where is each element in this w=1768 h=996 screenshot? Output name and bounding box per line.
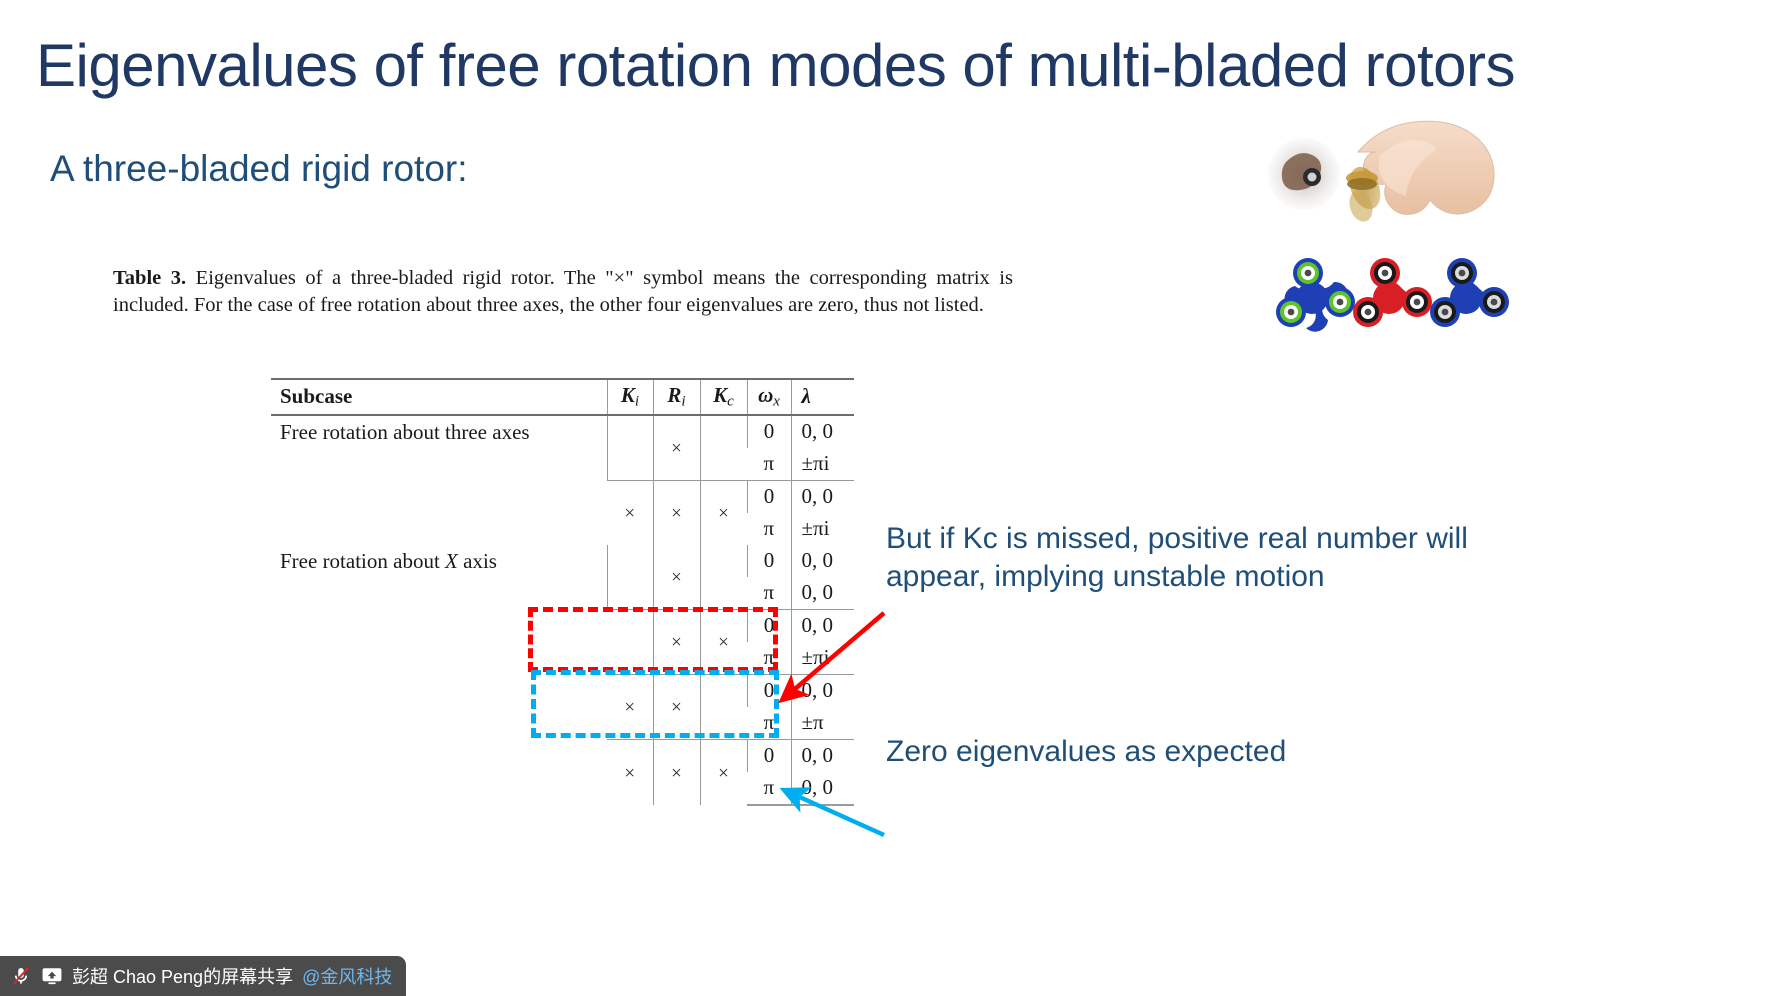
cell-omega: π bbox=[747, 772, 791, 807]
cell-omega: 0 bbox=[746, 415, 791, 449]
cell-omega: 0 bbox=[746, 674, 791, 708]
cell-ri: × bbox=[652, 739, 700, 806]
col-header-omega: ωx bbox=[746, 377, 791, 417]
cell-lambda: 0, 0 bbox=[790, 609, 854, 643]
eigenvalue-table: Subcase Ki Ri Kc ωx λ Free rotation abou… bbox=[271, 377, 854, 807]
cell-lambda: ±πi bbox=[790, 513, 854, 546]
share-presenter-name: 彭超 Chao Peng的屏幕共享 bbox=[72, 967, 294, 987]
cell-lambda: 0, 0 bbox=[790, 577, 854, 610]
cell-ri: × bbox=[652, 674, 700, 740]
cell-ki bbox=[606, 545, 653, 610]
cell-lambda: 0, 0 bbox=[790, 674, 854, 708]
table-caption-text: Eigenvalues of a three-bladed rigid roto… bbox=[113, 267, 1013, 317]
cell-ki: × bbox=[607, 739, 653, 806]
share-organization: @金风科技 bbox=[302, 967, 393, 987]
cell-kc bbox=[699, 415, 747, 481]
col-header-ri: Ri bbox=[652, 377, 700, 417]
cell-kc bbox=[699, 674, 747, 740]
col-header-lambda: λ bbox=[790, 377, 854, 417]
cell-lambda: 0, 0 bbox=[790, 415, 854, 449]
cell-omega: 0 bbox=[746, 739, 791, 773]
table-row: π ±π bbox=[271, 707, 854, 740]
cell-ri: × bbox=[652, 609, 700, 675]
cell-subcase: Free rotation about X axis bbox=[280, 549, 497, 574]
screen-share-icon[interactable] bbox=[41, 966, 63, 986]
table-header-row: Subcase Ki Ri Kc ωx λ bbox=[271, 377, 854, 417]
table-row: π 0, 0 bbox=[271, 577, 854, 610]
cell-lambda: 0, 0 bbox=[790, 739, 854, 773]
cell-omega: π bbox=[763, 516, 775, 541]
cell-kc: × bbox=[699, 739, 747, 806]
col-header-ki: Ki bbox=[606, 377, 653, 417]
fidget-spinner-illustration bbox=[1268, 120, 1509, 332]
gold-spinner-blur bbox=[1346, 166, 1381, 222]
annotation-blue-text: Zero eigenvalues as expected bbox=[886, 735, 1287, 768]
page-title: Eigenvalues of free rotation modes of mu… bbox=[36, 32, 1515, 99]
cell-ki: × bbox=[607, 480, 653, 546]
cell-lambda: ±π bbox=[790, 707, 854, 740]
cell-ki: × bbox=[607, 674, 653, 740]
cell-lambda: 0, 0 bbox=[790, 480, 854, 514]
cell-omega: 0 bbox=[746, 609, 791, 643]
cell-lambda: ±πi bbox=[790, 642, 854, 675]
spinner-red bbox=[1353, 258, 1432, 327]
table-row: π ±πi bbox=[271, 448, 854, 481]
table-row: π ±πi bbox=[271, 513, 854, 546]
cell-omega: 0 bbox=[746, 545, 791, 578]
spinning-spinner-blur bbox=[1268, 138, 1340, 210]
annotation-red-text: But if Kc is missed, positive real numbe… bbox=[886, 522, 1468, 593]
cell-omega: π bbox=[763, 451, 775, 476]
screen-share-statusbar[interactable]: 彭超 Chao Peng的屏幕共享 @金风科技 bbox=[0, 956, 407, 996]
cell-kc: × bbox=[699, 480, 747, 546]
slide-subtitle: A three-bladed rigid rotor: bbox=[50, 148, 468, 189]
cell-subcase: Free rotation about three axes bbox=[280, 420, 530, 445]
table-caption-label: Table 3. bbox=[113, 267, 187, 289]
cell-omega: π bbox=[763, 645, 775, 670]
cell-lambda: 0, 0 bbox=[790, 545, 854, 578]
cell-ki bbox=[607, 609, 653, 675]
cell-omega: 0 bbox=[746, 480, 791, 514]
cell-lambda: 0, 0 bbox=[790, 772, 854, 807]
col-header-kc: Kc bbox=[699, 377, 747, 417]
microphone-muted-icon[interactable] bbox=[10, 965, 32, 987]
cell-ri: × bbox=[652, 480, 700, 546]
spinner-blue bbox=[1430, 258, 1509, 327]
cell-ki bbox=[606, 415, 653, 481]
hand-illustration bbox=[1356, 120, 1495, 215]
cell-omega: π bbox=[763, 710, 775, 735]
cell-kc bbox=[699, 545, 747, 610]
spinner-blue-green bbox=[1276, 258, 1355, 332]
cell-ri: × bbox=[652, 415, 700, 481]
table-caption: Table 3. Eigenvalues of a three-bladed r… bbox=[113, 265, 1013, 319]
cell-omega: π bbox=[763, 580, 775, 605]
cell-lambda: ±πi bbox=[790, 448, 854, 481]
cell-ri: × bbox=[652, 545, 700, 610]
col-header-subcase: Subcase bbox=[271, 377, 607, 417]
cell-kc: × bbox=[699, 609, 747, 675]
